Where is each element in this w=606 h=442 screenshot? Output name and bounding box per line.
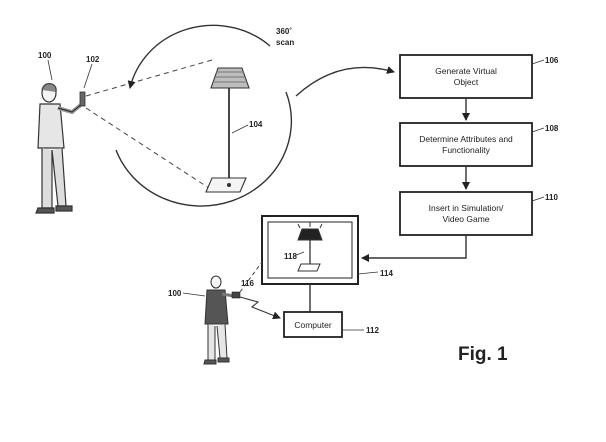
step-determine-attributes: Determine Attributes and Functionality bbox=[399, 122, 533, 167]
ref-110: 110 bbox=[545, 193, 558, 202]
floor-lamp bbox=[205, 67, 250, 193]
leader-104 bbox=[231, 124, 249, 134]
step-2-line1: Determine Attributes and bbox=[419, 134, 513, 144]
computer-box: Computer bbox=[283, 311, 343, 338]
ref-114: 114 bbox=[380, 269, 393, 278]
ref-118: 118 bbox=[284, 252, 297, 261]
step-3-line2: Video Game bbox=[442, 214, 489, 224]
monitor bbox=[261, 215, 359, 285]
step-1-line1: Generate Virtual bbox=[435, 66, 497, 76]
scan-circle bbox=[115, 24, 293, 207]
ref-116: 116 bbox=[241, 279, 254, 288]
ref-108: 108 bbox=[545, 124, 559, 133]
ref-100-bottom: 100 bbox=[168, 289, 182, 298]
scan-degrees: 360˚ bbox=[276, 27, 292, 36]
step-3-line1: Insert in Simulation/ bbox=[429, 203, 504, 213]
scanning-device-top bbox=[79, 91, 86, 107]
virtual-lamp bbox=[297, 222, 323, 272]
scan-rays bbox=[85, 59, 213, 191]
person-bottom bbox=[203, 275, 235, 365]
figure-label: Fig. 1 bbox=[458, 344, 508, 365]
scanning-device-bottom bbox=[231, 291, 241, 299]
arrow-scan-to-generate bbox=[295, 66, 395, 97]
ref-104: 104 bbox=[249, 120, 263, 129]
leader-100-bottom bbox=[182, 292, 206, 297]
device-to-monitor-ray bbox=[239, 261, 263, 293]
leader-106 bbox=[531, 59, 545, 65]
computer-label: Computer bbox=[294, 320, 331, 330]
arrow-step3-to-monitor bbox=[361, 235, 467, 262]
ref-112: 112 bbox=[366, 326, 379, 335]
step-generate-virtual-object: Generate Virtual Object bbox=[399, 54, 533, 99]
wireless-link bbox=[239, 296, 281, 320]
scan-label: scan bbox=[276, 38, 294, 47]
step-1-line2: Object bbox=[454, 77, 479, 87]
leader-100-top bbox=[47, 59, 53, 81]
step-2-line2: Functionality bbox=[442, 145, 490, 155]
leader-108 bbox=[531, 127, 545, 133]
leader-118 bbox=[293, 251, 305, 257]
ref-106: 106 bbox=[545, 56, 559, 65]
step-insert-in-simulation: Insert in Simulation/ Video Game bbox=[399, 191, 533, 236]
person-top bbox=[35, 83, 84, 214]
leader-114 bbox=[357, 271, 379, 275]
leader-110 bbox=[531, 196, 545, 202]
leader-102 bbox=[83, 63, 93, 89]
ref-100-top: 100 bbox=[38, 51, 52, 60]
ref-102: 102 bbox=[86, 55, 100, 64]
